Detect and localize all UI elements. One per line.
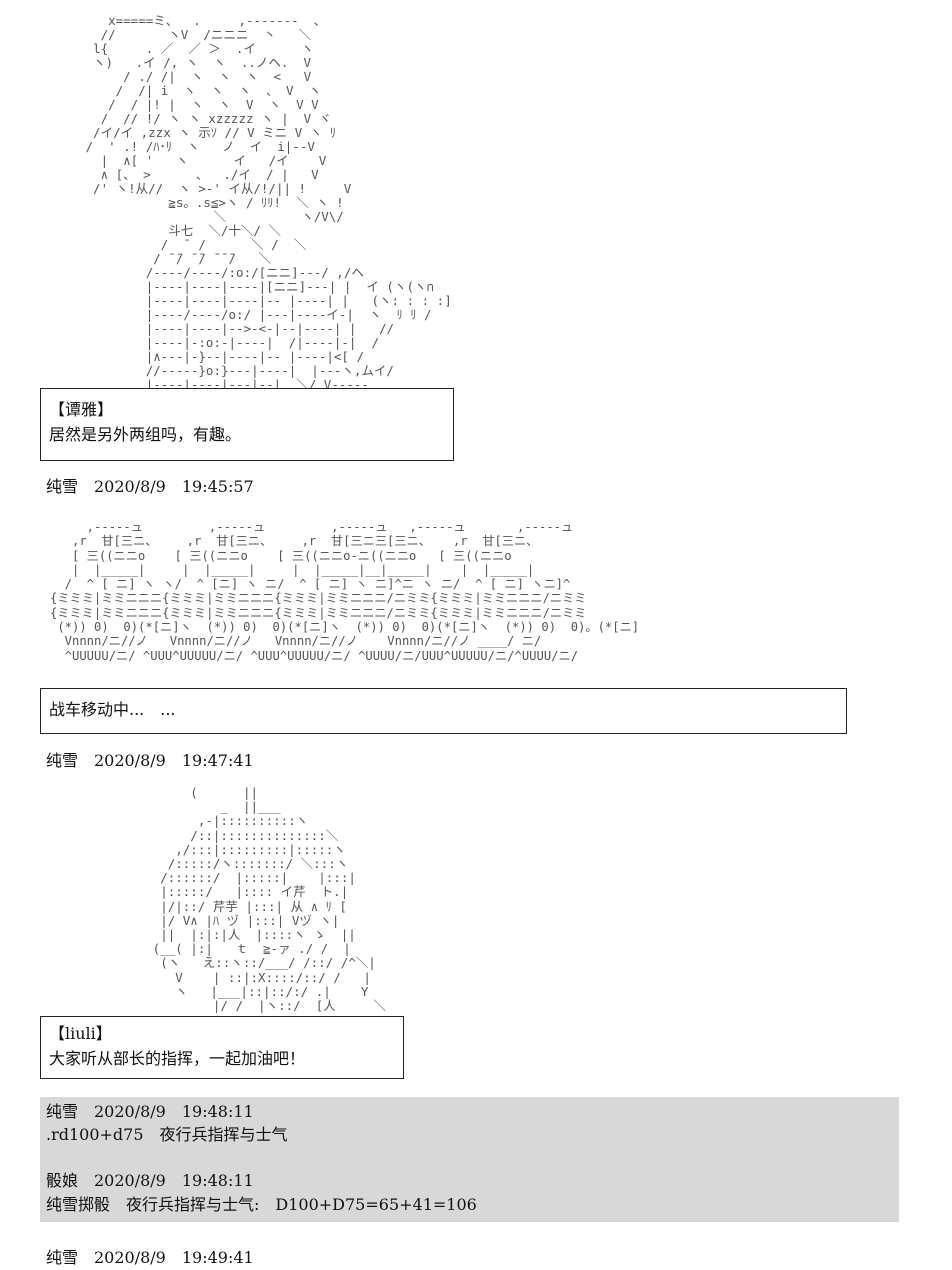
dialogue-box-liuli: 【liuli】 大家听从部长的指挥，一起加油吧！ [40,1016,404,1079]
narration-text: 战车移动中... ... [49,700,176,719]
dice-request-meta: 纯雪 2020/8/9 19:48:11 [46,1102,254,1121]
dialogue-text: 居然是另外两组吗，有趣。 [49,424,242,444]
post-meta: 纯雪 2020/8/9 19:49:41 [46,1248,254,1267]
ascii-art-tanks: ,-----ュ ,-----ュ ,-----ュ ,-----ュ ,-----ュ … [50,520,640,663]
post-meta: 纯雪 2020/8/9 19:47:41 [46,751,254,770]
ascii-art-liuli: ( || _ ||___ ,-|::::::::::ヽ /::|::::::::… [152,785,386,1014]
dice-result: 纯雪掷骰 夜行兵指挥与士气: D100+D75=65+41=106 [46,1194,477,1214]
dice-roll-block: 纯雪 2020/8/9 19:48:11 .rd100+d75 夜行兵指挥与士气… [40,1097,899,1222]
dialogue-text: 大家听从部长的指挥，一起加油吧！ [49,1048,306,1068]
dice-command: .rd100+d75 夜行兵指挥与士气 [46,1125,288,1145]
narration-box: 战车移动中... ... [40,688,847,734]
dialogue-box-tanya: 【谭雅】 居然是另外两组吗，有趣。 [40,388,454,461]
post-meta: 纯雪 2020/8/9 19:45:57 [46,477,254,496]
speaker-name: 【谭雅】 [49,400,114,419]
dice-bot-meta: 骰娘 2020/8/9 19:48:11 [46,1171,254,1191]
ascii-art-tanya: x=====ミ、 . ,------- 、 // ヽV /ニニニ 丶 ＼ l{ … [85,13,452,392]
speaker-name: 【liuli】 [49,1024,112,1043]
